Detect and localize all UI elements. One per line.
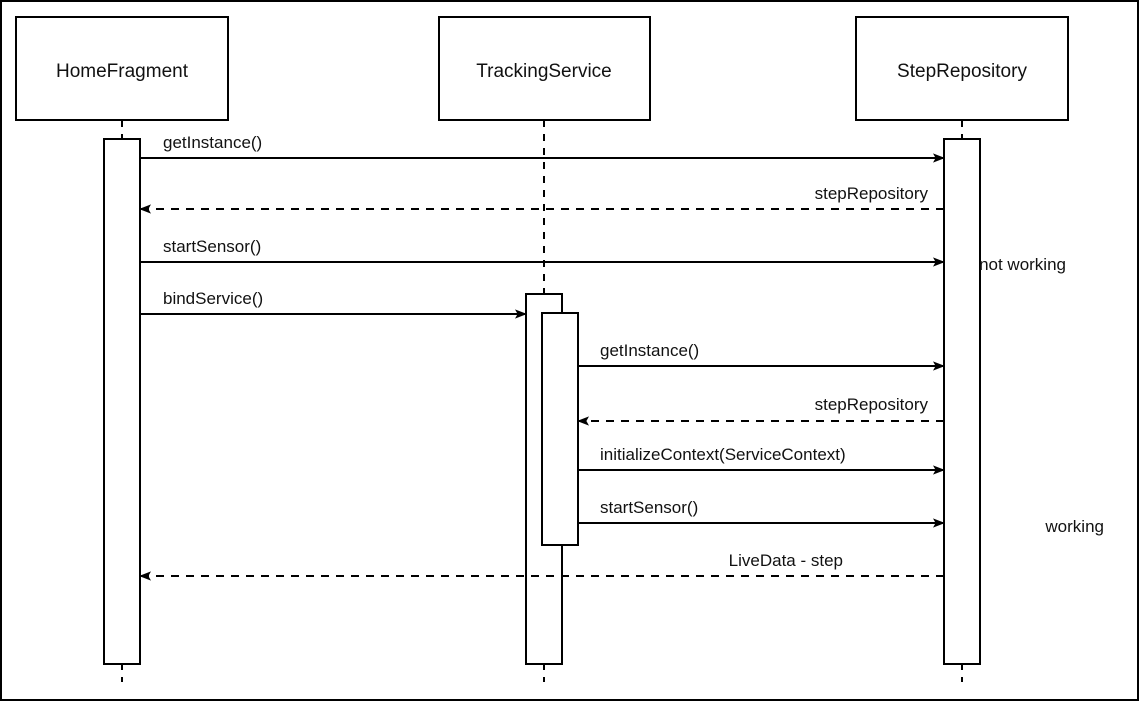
message-bind-service[interactable]: bindService() [140, 289, 527, 319]
message-label-get-instance-2: getInstance() [600, 341, 699, 360]
message-label-get-instance-1: getInstance() [163, 133, 262, 152]
lifeline-label-home-fragment: HomeFragment [56, 61, 189, 82]
lifeline-tracking-service[interactable]: TrackingService [438, 16, 651, 682]
message-step-repository-1[interactable]: stepRepository [139, 184, 944, 214]
message-step-repository-2[interactable]: stepRepository [577, 395, 944, 426]
message-get-instance-1[interactable]: getInstance() [140, 133, 945, 163]
message-livedata-step[interactable]: LiveData - step [139, 551, 944, 581]
message-initialize-context[interactable]: initializeContext(ServiceContext) [578, 445, 945, 475]
annotation-not-working: not working [979, 255, 1066, 274]
activation-bar-step-repository[interactable] [943, 138, 981, 665]
message-label-step-repository-2: stepRepository [815, 395, 929, 414]
lifeline-box-step-repository[interactable] [855, 16, 1069, 121]
message-get-instance-2[interactable]: getInstance() [578, 341, 945, 371]
message-start-sensor-1[interactable]: startSensor() [140, 237, 945, 267]
message-start-sensor-2[interactable]: startSensor() [578, 498, 945, 528]
lifeline-label-tracking-service: TrackingService [476, 61, 612, 82]
message-label-step-repository-1: stepRepository [815, 184, 929, 203]
message-label-bind-service: bindService() [163, 289, 263, 308]
activation-bar-tracking-service-inner[interactable] [541, 312, 579, 546]
message-label-start-sensor-2: startSensor() [600, 498, 698, 517]
lifeline-home-fragment[interactable]: HomeFragment [15, 16, 229, 682]
message-label-start-sensor-1: startSensor() [163, 237, 261, 256]
annotation-working: working [1044, 517, 1104, 536]
lifeline-label-step-repository: StepRepository [897, 61, 1027, 82]
activation-bar-home-fragment[interactable] [103, 138, 141, 665]
message-label-livedata-step: LiveData - step [729, 551, 843, 570]
lifeline-step-repository[interactable]: StepRepository [855, 16, 1069, 682]
message-label-initialize-context: initializeContext(ServiceContext) [600, 445, 846, 464]
